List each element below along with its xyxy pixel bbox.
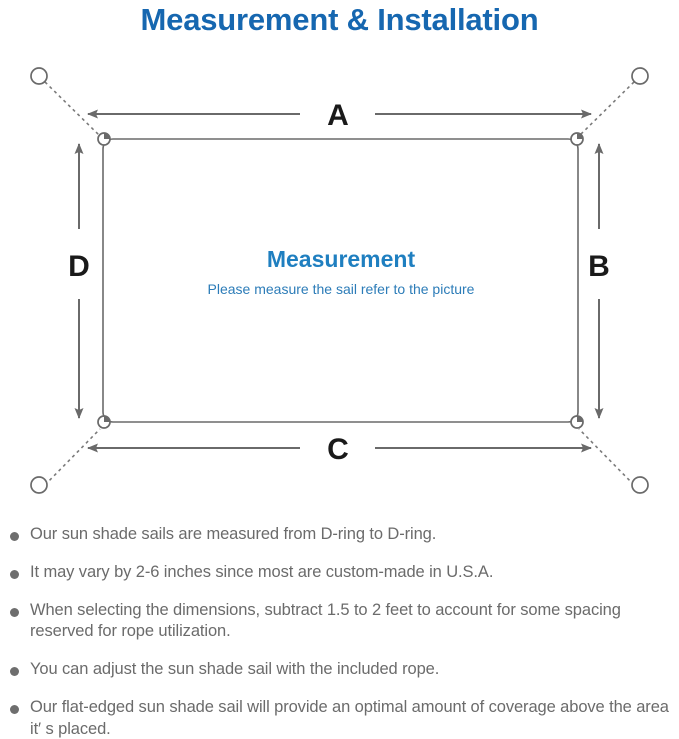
dimension-c-label: C — [327, 433, 349, 466]
bullet-icon — [10, 667, 19, 677]
anchor-point-bottom-right — [631, 476, 649, 494]
page-title: Measurement & Installation — [140, 2, 539, 37]
dimension-b: B — [588, 143, 610, 419]
d-ring-wedge-tl — [104, 133, 110, 139]
rope-bottom-right — [578, 428, 635, 486]
d-ring-shading — [104, 133, 583, 422]
d-ring-wedge-br — [577, 416, 583, 422]
bullet-icon — [10, 532, 19, 541]
bullet-icon — [10, 569, 19, 579]
dimension-b-label: B — [588, 250, 610, 283]
list-item: You can adjust the sun shade sail with t… — [0, 659, 679, 681]
sail-diagram: A C D B Measurement Please me — [0, 44, 679, 520]
dimension-d-label: D — [68, 250, 90, 283]
dimension-d: D — [68, 143, 90, 419]
rope-top-left — [44, 81, 101, 137]
dimension-a: A — [87, 99, 592, 132]
d-ring-wedge-tr — [577, 133, 583, 139]
sail-body — [102, 138, 579, 423]
note-text: You can adjust the sun shade sail with t… — [30, 660, 440, 679]
list-item: Our sun shade sails are measured from D-… — [0, 524, 679, 546]
anchor-point-top-left — [30, 67, 48, 85]
anchor-points — [30, 67, 649, 494]
note-text: Our flat-edged sun shade sail will provi… — [30, 697, 669, 738]
sail-measurement-title: Measurement — [267, 246, 416, 272]
note-text: Our sun shade sails are measured from D-… — [30, 525, 437, 543]
list-item: Our flat-edged sun shade sail will provi… — [0, 697, 679, 739]
bullet-icon — [10, 607, 19, 617]
bullet-icon — [10, 704, 19, 714]
notes-list: Our sun shade sails are measured from D-… — [0, 524, 679, 739]
dimension-a-label: A — [327, 99, 349, 132]
sail-measurement-subtitle: Please measure the sail refer to the pic… — [208, 281, 475, 297]
list-item: It may vary by 2-6 inches since most are… — [0, 562, 679, 584]
d-ring-wedge-bl — [104, 416, 110, 422]
rope-top-right — [578, 81, 635, 137]
note-text: It may vary by 2-6 inches since most are… — [30, 562, 494, 581]
rope-lines — [44, 81, 635, 486]
anchor-point-bottom-left — [30, 476, 48, 494]
anchor-point-top-right — [631, 67, 649, 85]
note-text: When selecting the dimensions, subtract … — [30, 600, 621, 641]
dimension-c: C — [87, 433, 592, 466]
list-item: When selecting the dimensions, subtract … — [0, 600, 679, 644]
rope-bottom-left — [44, 428, 101, 486]
